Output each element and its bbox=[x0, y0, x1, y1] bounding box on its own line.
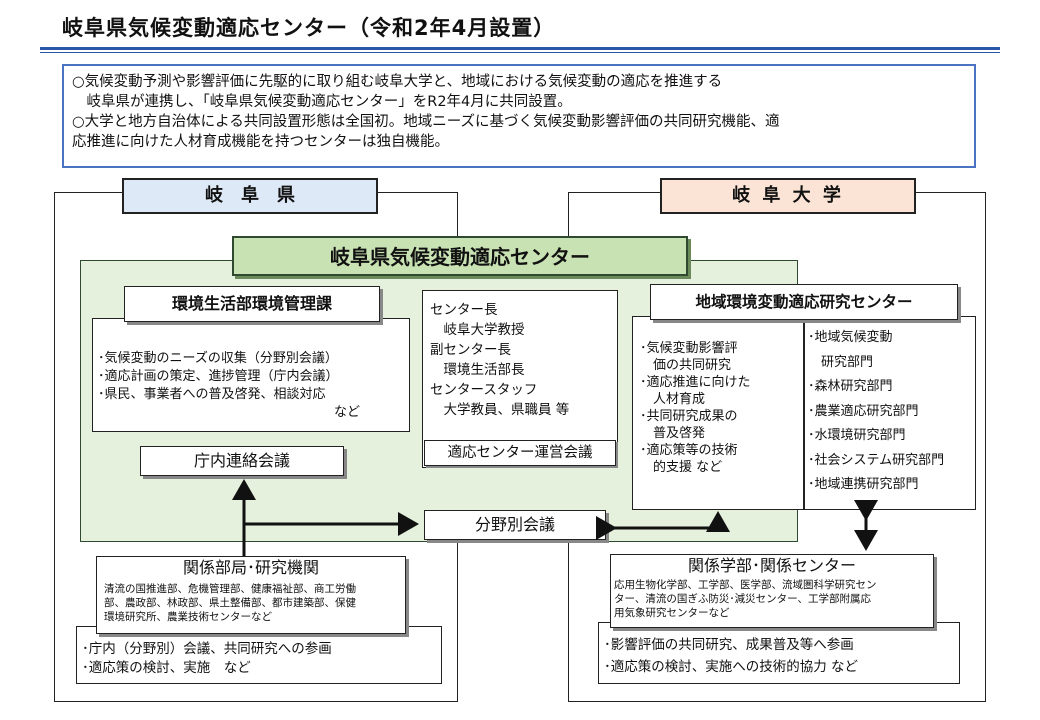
env-item: ･県民、事業者への普及啓発、相談対応 bbox=[98, 387, 326, 402]
sector-council: 分野別会議 bbox=[424, 510, 606, 540]
function-line: ･気候変動影響評 bbox=[640, 341, 738, 356]
env-item: ･気候変動のニーズの収集（分野別会議） bbox=[98, 351, 338, 366]
function-line: 価の共同研究 bbox=[640, 358, 732, 373]
function-line: 的支援 など bbox=[640, 460, 723, 475]
department-line: ･農業適応研究部門 bbox=[808, 403, 919, 419]
detail-line: ター、清流の国ぎふ防災･減災センター、工学部附属応 bbox=[614, 593, 872, 605]
regional-functions-box bbox=[632, 316, 804, 510]
regional-functions: ･気候変動影響評 価の共同研究 ･適応推進に向けた 人材育成 ･共同研究成果の … bbox=[640, 340, 802, 476]
department-line: ･水環境研究部門 bbox=[808, 428, 906, 443]
summary-line: 岐阜県が連携し、「岐阜県気候変動適応センター」をR2年4月に共同設置。 bbox=[72, 94, 572, 110]
regional-center-title: 地域環境変動適応研究センター bbox=[650, 284, 958, 320]
title-rule bbox=[40, 47, 1000, 50]
related-faculties-detail: 応用生物化学部、工学部、医学部、流域圏科学研究セン ター、清流の国ぎふ防災･減災… bbox=[614, 578, 934, 620]
summary-line: 応推進に向けた人材育成機能を持つセンターは独自機能。 bbox=[72, 134, 449, 150]
env-item: ･適応計画の策定、進捗管理（庁内会議） bbox=[98, 369, 339, 384]
related-depts-roles: ･庁内（分野別）会議、共同研究への参画 ･適応策の検討、実施 など bbox=[82, 640, 438, 678]
department-line: ･地域気候変動 bbox=[808, 330, 893, 345]
univ-label: 岐 阜 大 学 bbox=[660, 178, 916, 214]
role-line: ･適応策の検討、実施への技術的協力 など bbox=[604, 659, 859, 675]
env-division-title: 環境生活部環境管理課 bbox=[124, 286, 380, 322]
function-line: 普及啓発 bbox=[640, 426, 706, 441]
summary-line: ○大学と地方自治体による共同設置形態は全国初。地域ニーズに基づく気候変動影響評価… bbox=[72, 114, 780, 130]
function-line: 人材育成 bbox=[640, 392, 706, 407]
role-line: ･庁内（分野別）会議、共同研究への参画 bbox=[82, 641, 332, 657]
role-line: ･適応策の検討、実施 など bbox=[82, 660, 251, 676]
interagency-council: 庁内連絡会議 bbox=[140, 446, 344, 476]
related-depts-roles-box bbox=[76, 626, 442, 684]
title-rule-thin bbox=[40, 52, 1000, 53]
department-line: ･社会システム研究部門 bbox=[808, 452, 945, 468]
detail-line: 用気象研究センターなど bbox=[614, 607, 730, 619]
function-line: ･共同研究成果の bbox=[640, 409, 738, 424]
function-line: ･適応推進に向けた bbox=[640, 375, 751, 390]
staff-line: センター長 bbox=[430, 302, 498, 318]
pref-label: 岐 阜 県 bbox=[122, 178, 378, 214]
related-faculties-title: 関係学部･関係センター bbox=[687, 556, 856, 575]
department-line: 研究部門 bbox=[808, 354, 874, 370]
env-division-box bbox=[92, 318, 410, 432]
staff-line: 大学教員、県職員 等 bbox=[430, 402, 570, 418]
regional-departments: ･地域気候変動 研究部門 ･森林研究部門 ･農業適応研究部門 ･水環境研究部門 … bbox=[808, 326, 976, 498]
department-line: ･森林研究部門 bbox=[808, 379, 893, 394]
related-depts-detail: 清流の国推進部、危機管理部、健康福祉部、商工労働 部、農政部、林政部、県土整備部… bbox=[104, 582, 404, 624]
related-faculties-roles: ･影響評価の共同研究、成果普及等へ参画 ･適応策の検討、実施への技術的協力 など bbox=[604, 634, 958, 678]
summary-box: ○気候変動予測や影響評価に先駆的に取り組む岐阜大学と、地域における気候変動の適応… bbox=[62, 64, 976, 168]
staff-line: センタースタッフ bbox=[430, 382, 538, 398]
related-faculties-box bbox=[610, 554, 934, 628]
staff-line: 環境生活部長 bbox=[430, 362, 525, 378]
operating-council: 適応センター運営会議 bbox=[424, 440, 616, 466]
staff-box bbox=[422, 290, 618, 468]
detail-line: 清流の国推進部、危機管理部、健康福祉部、商工労働 bbox=[104, 583, 356, 595]
detail-line: 部、農政部、林政部、県土整備部、都市建築部、保健 bbox=[104, 597, 356, 609]
related-faculties-roles-box bbox=[598, 622, 960, 684]
role-line: ･影響評価の共同研究、成果普及等へ参画 bbox=[604, 637, 854, 653]
staff-list: センター長 岐阜大学教授 副センター長 環境生活部長 センタースタッフ 大学教員… bbox=[430, 300, 616, 420]
related-depts-title: 関係部局･研究機関 bbox=[182, 558, 319, 577]
center-title: 岐阜県気候変動適応センター bbox=[232, 236, 688, 276]
staff-line: 副センター長 bbox=[430, 342, 511, 358]
function-line: ･適応策等の技術 bbox=[640, 443, 738, 458]
detail-line: 応用生物化学部、工学部、医学部、流域圏科学研究セン bbox=[614, 579, 877, 591]
summary-line: ○気候変動予測や影響評価に先駆的に取り組む岐阜大学と、地域における気候変動の適応… bbox=[72, 74, 723, 90]
env-division-items: ･気候変動のニーズの収集（分野別会議） ･適応計画の策定、進捗管理（庁内会議） … bbox=[98, 350, 408, 422]
detail-line: 環境研究所、農業技術センターなど bbox=[104, 611, 272, 623]
department-line: ･地域連携研究部門 bbox=[808, 477, 919, 492]
page-title: 岐阜県気候変動適応センター（令和2年4月設置） bbox=[62, 16, 556, 40]
staff-line: 岐阜大学教授 bbox=[430, 322, 525, 338]
related-depts-box bbox=[96, 556, 406, 634]
env-item: など bbox=[333, 405, 360, 420]
